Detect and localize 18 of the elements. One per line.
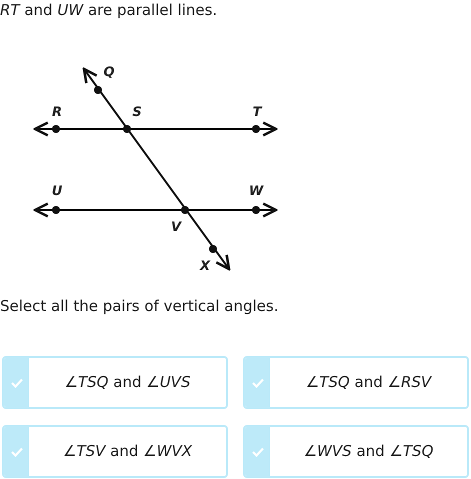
- answer-text: ∠TSV and ∠WVX: [63, 441, 192, 462]
- point-label: S: [132, 106, 142, 120]
- answer-choice: [2, 356, 228, 409]
- problem-statement: RT and UW are parallel lines.: [0, 1, 218, 19]
- answer-choice: [2, 425, 228, 478]
- point-label: V: [170, 221, 182, 235]
- answer-text: ∠WVS and ∠TSQ: [304, 441, 434, 462]
- point-label: T: [252, 106, 262, 120]
- answer-choice: [243, 425, 469, 478]
- point-label: X: [200, 260, 210, 274]
- point-label: Q: [103, 66, 115, 80]
- point-label: R: [52, 106, 62, 120]
- answer-text: ∠TSQ and ∠UVS: [64, 372, 190, 394]
- point-label: W: [248, 185, 264, 199]
- answer-text: ∠TSQ and ∠RSV: [306, 372, 432, 394]
- answer-choice: [243, 356, 469, 409]
- point-label: U: [52, 185, 62, 199]
- question-text: Select all the pairs of vertical angles.: [0, 297, 278, 315]
